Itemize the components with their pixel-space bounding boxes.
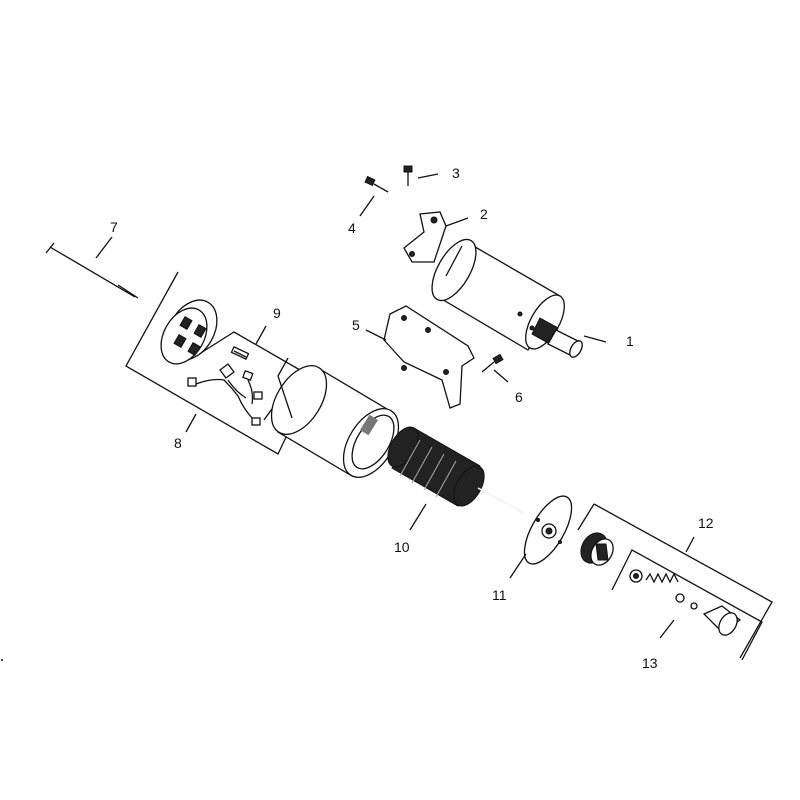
leader-9 bbox=[255, 325, 267, 345]
pinion-gear bbox=[580, 532, 614, 566]
leader-10 bbox=[409, 503, 427, 531]
leader-1 bbox=[583, 335, 607, 343]
drive-kit-bracket-inner bbox=[611, 549, 763, 661]
callout-8: 8 bbox=[174, 435, 182, 451]
armature bbox=[387, 426, 523, 513]
drive-kit-bracket-outer bbox=[593, 503, 773, 659]
brush-lead-assembly bbox=[187, 363, 263, 426]
frame-bracket-left bbox=[277, 357, 293, 419]
callout-3: 3 bbox=[452, 165, 460, 181]
mounting-bracket-plate bbox=[383, 305, 475, 409]
screw-4 bbox=[364, 175, 389, 193]
starter-motor bbox=[431, 238, 583, 358]
drive-kit-parts bbox=[629, 569, 742, 636]
callout-5: 5 bbox=[352, 317, 360, 333]
leader-2 bbox=[445, 217, 469, 227]
callout-6: 6 bbox=[515, 389, 523, 405]
end-cap bbox=[160, 299, 218, 365]
callout-9: 9 bbox=[273, 305, 281, 321]
screw-6 bbox=[481, 353, 504, 373]
leader-4 bbox=[359, 195, 375, 217]
callout-1: 1 bbox=[626, 333, 634, 349]
leader-12 bbox=[685, 536, 695, 553]
callout-10: 10 bbox=[394, 539, 410, 555]
callout-12: 12 bbox=[698, 515, 714, 531]
brush-spring-set bbox=[230, 346, 250, 360]
leader-8 bbox=[185, 413, 197, 433]
callout-7: 7 bbox=[110, 219, 118, 235]
drive-end-plate bbox=[523, 495, 573, 565]
callout-2: 2 bbox=[480, 206, 488, 222]
leader-7 bbox=[95, 236, 113, 259]
leader-11 bbox=[509, 553, 527, 579]
drive-kit-bracket-outer-left bbox=[577, 503, 595, 531]
leader-13 bbox=[659, 619, 675, 639]
leader-5 bbox=[365, 329, 387, 341]
callout-13: 13 bbox=[642, 655, 658, 671]
stray-mark bbox=[1, 659, 3, 661]
callout-4: 4 bbox=[348, 220, 356, 236]
through-bolt bbox=[45, 242, 139, 299]
leader-3 bbox=[417, 173, 439, 179]
screw-3 bbox=[403, 165, 413, 186]
frame-housing bbox=[270, 365, 400, 478]
callout-11: 11 bbox=[492, 587, 507, 603]
leader-6 bbox=[493, 369, 509, 383]
mounting-bracket-small bbox=[403, 211, 447, 263]
